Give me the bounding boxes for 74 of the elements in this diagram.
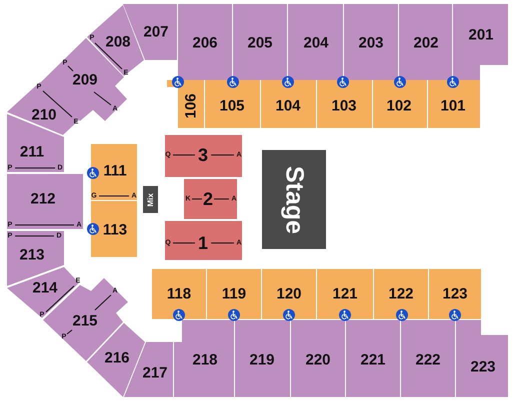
seating-section — [317, 269, 373, 319]
seating-section — [174, 320, 234, 397]
section-number: 104 — [275, 98, 301, 114]
floor-section — [165, 221, 242, 260]
seating-section — [456, 320, 508, 397]
seating-section — [7, 174, 83, 229]
seating-section — [401, 320, 455, 397]
section-number: 206 — [192, 36, 218, 50]
section-number: 209 — [72, 72, 98, 88]
floor-section — [165, 135, 242, 177]
seating-section — [373, 80, 427, 128]
section-number: 203 — [358, 36, 384, 50]
section-number: 2 — [203, 190, 213, 208]
section-number: 120 — [276, 286, 302, 302]
section-number: 123 — [442, 286, 468, 302]
seating-section — [399, 4, 452, 80]
section-number: 202 — [413, 36, 439, 50]
section-number: 101 — [440, 98, 466, 114]
section-number: 103 — [331, 98, 357, 114]
section-number: 111 — [103, 164, 127, 178]
seating-section — [374, 269, 428, 319]
seating-section — [205, 80, 260, 128]
section-number: 201 — [468, 28, 494, 42]
seating-section — [152, 269, 206, 319]
section-number: 219 — [249, 352, 275, 368]
section-number: 105 — [219, 98, 245, 114]
seating-section — [207, 269, 261, 319]
section-number: 208 — [105, 34, 131, 50]
section-number: 218 — [192, 352, 218, 368]
section-number: 1 — [198, 234, 208, 252]
seating-section — [291, 320, 345, 397]
seating-section — [453, 4, 508, 80]
mix-booth — [143, 186, 158, 213]
stage-label: Stage — [282, 166, 306, 234]
seating-section — [317, 80, 372, 128]
seating-section — [91, 201, 137, 257]
section-number: 210 — [31, 108, 57, 122]
section-number: 212 — [30, 192, 56, 206]
section-number: 216 — [104, 350, 130, 366]
seating-section — [178, 4, 232, 80]
section-number: 118 — [166, 286, 192, 302]
seating-section — [233, 4, 287, 80]
seating-section — [235, 320, 290, 397]
seating-section — [91, 144, 137, 200]
section-number: 213 — [19, 248, 45, 262]
section-number: 221 — [360, 352, 386, 368]
section-number: 122 — [388, 286, 414, 302]
section-number: 223 — [470, 360, 496, 374]
section-number: 214 — [32, 280, 58, 296]
section-number: 205 — [247, 36, 273, 50]
floor-section — [184, 179, 237, 219]
seating-section — [346, 320, 400, 397]
seating-section — [261, 80, 316, 128]
stage-block — [262, 150, 326, 249]
section-number: 211 — [20, 144, 44, 160]
section-number: 207 — [143, 24, 169, 40]
section-number: 119 — [222, 286, 246, 302]
seating-section — [167, 80, 204, 128]
section-number: 106 — [184, 93, 198, 119]
section-number: 215 — [72, 314, 98, 328]
mix-label: Mix — [146, 192, 154, 206]
section-number: 102 — [386, 98, 412, 114]
section-number: 3 — [198, 146, 208, 164]
seating-section — [288, 4, 343, 80]
section-number: 113 — [102, 222, 128, 238]
section-number: 217 — [142, 366, 168, 380]
section-number: 222 — [415, 352, 441, 368]
seating-section — [344, 4, 398, 80]
seating-section — [428, 80, 480, 128]
section-number: 204 — [303, 36, 329, 50]
section-number: 220 — [305, 352, 331, 368]
seating-section — [262, 269, 316, 319]
section-number: 121 — [332, 286, 358, 302]
seating-section — [429, 269, 481, 319]
